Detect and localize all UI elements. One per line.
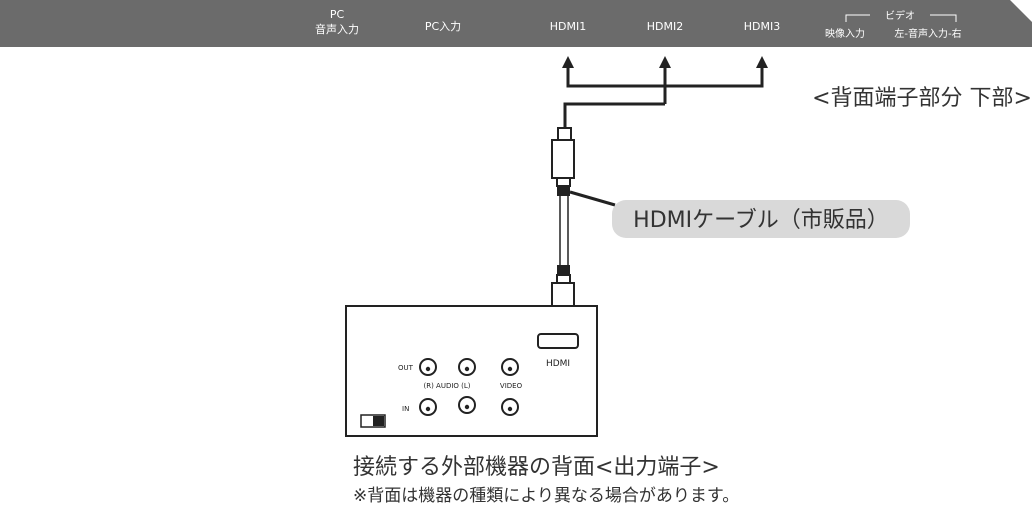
video-group-bracket bbox=[845, 14, 957, 22]
audio-lr-label: 左-音声入力-右 bbox=[894, 27, 961, 40]
device-back-caption: 接続する外部機器の背面<出力端子> bbox=[353, 455, 720, 480]
video-label: VIDEO bbox=[500, 382, 523, 390]
video-group-label: ビデオ bbox=[885, 9, 915, 22]
out-label: OUT bbox=[398, 364, 414, 372]
cable-callout-box bbox=[612, 200, 910, 238]
video-input-label: 映像入力 bbox=[825, 27, 865, 40]
pc-audio-label-2: 音声入力 bbox=[315, 22, 359, 36]
audio-label: (R) AUDIO (L) bbox=[423, 382, 470, 390]
hdmi-input-arrows bbox=[563, 68, 764, 128]
arrow-up-icon-hdmi2 bbox=[659, 56, 671, 68]
arrow-heads bbox=[562, 56, 768, 68]
hdmi3-label: HDMI3 bbox=[744, 20, 780, 33]
device-hdmi-label: HDMI bbox=[546, 359, 570, 369]
upper-hdmi-connector bbox=[551, 127, 575, 196]
hdmi1-label: HDMI1 bbox=[550, 20, 586, 33]
arrow-up-icon-hdmi1 bbox=[562, 56, 574, 68]
arrow-up-icon-hdmi3 bbox=[756, 56, 768, 68]
hdmi-cable bbox=[559, 196, 569, 265]
cable-callout-label: HDMIケーブル（市販品） bbox=[633, 208, 889, 233]
in-label: IN bbox=[402, 405, 409, 413]
device-back-note: ※背面は機器の種類により異なる場合があります。 bbox=[353, 486, 739, 506]
rear-panel-caption: <背面端子部分 下部> bbox=[812, 86, 1032, 111]
device-hdmi-port bbox=[537, 333, 579, 349]
rear-terminal-bar bbox=[0, 0, 1032, 47]
pc-audio-label-1: PC bbox=[330, 8, 345, 21]
rca-jack-centers bbox=[425, 366, 513, 412]
callout-leader bbox=[569, 190, 616, 207]
slide-switch-icon bbox=[360, 414, 386, 428]
hdmi2-label: HDMI2 bbox=[647, 20, 683, 33]
rca-jacks bbox=[419, 358, 519, 416]
pc-input-label: PC入力 bbox=[425, 20, 461, 33]
